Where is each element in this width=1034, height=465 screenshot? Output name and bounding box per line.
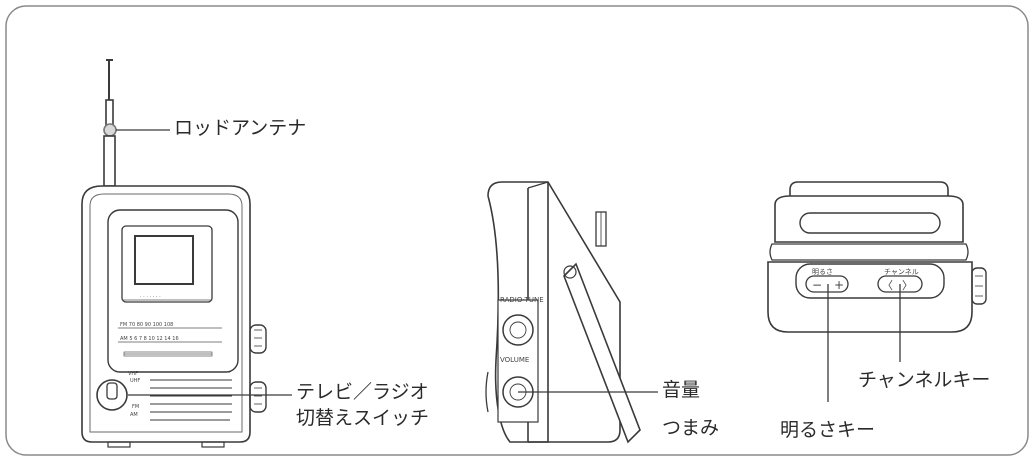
channel-right: 〉 [902,279,913,292]
antenna-callout: ロッドアンテナ [174,117,307,139]
brightness-key-callout: 明るさキー [780,419,876,441]
svg-text:AM: AM [130,412,138,418]
brightness-key[interactable] [805,275,849,293]
outer-frame [5,5,1029,456]
stand-leg [563,262,641,444]
svg-text:FM 70 80 90 100 108: FM 70 80 90 100 108 [120,322,173,328]
front-view-device: · · · · · · · FM 70 80 90 100 108 AM 5 6… [81,59,267,448]
volume-callout-line2: つまみ [662,417,720,439]
svg-text:VHF: VHF [128,371,138,377]
volume-callout-line1: 音量 [662,379,701,401]
bottom-view-device: 明るさ − + チャンネル 〈 〉 [767,181,987,333]
front-body [81,185,251,443]
svg-text:· · · · · · ·: · · · · · · · [140,294,161,300]
channel-key-callout: チャンネルキー [858,369,991,391]
key-panel [795,263,945,299]
leader-lines [116,129,901,402]
tv-radio-switch[interactable] [96,379,128,411]
side-view-device: RADIO·TUNE VOLUME [485,181,641,444]
brightness-marking: 明るさ [812,268,833,276]
switch-callout-line1: テレビ／ラジオ [296,381,429,403]
volume-marking: VOLUME [500,356,529,364]
tuning-scale [118,299,222,357]
svg-text:FM: FM [132,404,139,410]
rod-antenna [103,59,117,187]
radio-tune-knob[interactable] [502,314,534,346]
channel-left: 〈 [882,279,893,292]
svg-text:UHF: UHF [130,378,140,384]
brightness-minus: − [812,278,822,292]
speaker-grille [150,371,232,421]
brightness-plus: + [834,278,844,292]
switch-callout-line2: 切替えスイッチ [296,407,430,429]
svg-text:AM 5 6 7 8 10 12 14 16: AM 5 6 7 8 10 12 14 16 [120,336,179,342]
radio-tune-marking: RADIO·TUNE [500,296,544,304]
tv-screen [134,235,194,285]
channel-marking: チャンネル [884,268,919,276]
